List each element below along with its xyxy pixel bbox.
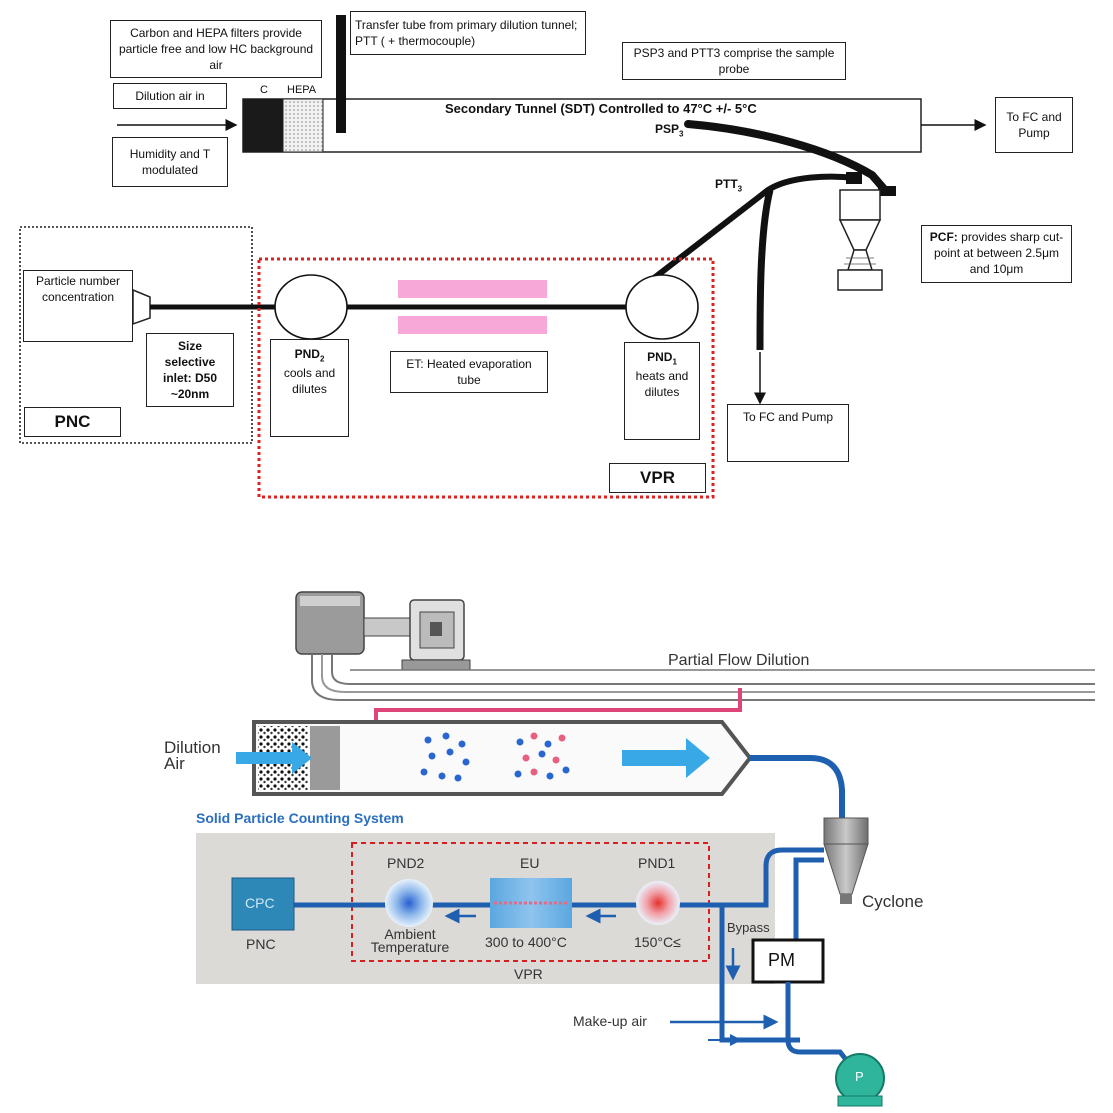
transfer-tube-note-box: Transfer tube from primary dilution tunn… (350, 11, 586, 55)
pnc-label-bottom: PNC (246, 936, 276, 952)
temp-150-label: 150°C≤ (634, 934, 681, 950)
tunnel-flow-arrow (622, 738, 710, 778)
cpc-block (231, 877, 295, 931)
pnd1-title-sub: 1 (672, 357, 677, 367)
system-title: Solid Particle Counting System (196, 810, 404, 826)
carbon-filter (243, 99, 283, 152)
size-inlet-box: Size selective inlet: D50 ~20nm (146, 333, 234, 407)
cpc-label: CPC (245, 895, 275, 911)
bypass-label: Bypass (727, 920, 770, 935)
filters-note-box: Carbon and HEPA filters provide particle… (110, 20, 322, 78)
probe-connector (878, 186, 896, 196)
tunnel-filter-2 (310, 726, 340, 790)
filter-hepa-label: HEPA (287, 84, 317, 96)
pnd2-label-bottom: PND2 (387, 855, 425, 871)
particles-blue (420, 732, 470, 782)
ptt-sub: 3 (737, 184, 743, 194)
vpr-group (257, 257, 715, 499)
ptt3-line (643, 173, 856, 288)
humidity-note-box: Humidity and T modulated (112, 137, 228, 187)
pnc-box: Particle number concentration (23, 270, 133, 342)
tunnel-to-cyclone-line (750, 755, 845, 820)
psp-sub: 3 (679, 129, 684, 139)
eu-label: EU (520, 855, 540, 871)
fc-pump-line (756, 189, 774, 351)
dilution-air-in-box: Dilution air in (113, 83, 227, 109)
pnd1-title-text: PND (647, 350, 673, 364)
pcf-cyclone (837, 189, 883, 291)
pcf-note-box: PCF: provides sharp cut-point at between… (921, 225, 1072, 283)
cyclone-label: Cyclone (862, 892, 924, 911)
pnd2-title-text: PND (294, 347, 320, 361)
ptt3-label: PTT3 (715, 177, 742, 193)
to-fc-pump-right-box: To FC and Pump (995, 97, 1073, 153)
to-fc-pump-lower-box: To FC and Pump (727, 404, 849, 462)
particles-mixed (514, 732, 570, 780)
ambient-label: Ambient Temperature (370, 926, 450, 956)
temp-range-label: 300 to 400°C (485, 934, 567, 950)
pnd2-ellipse (274, 274, 348, 340)
pnd2-title: PND2 (294, 347, 325, 364)
pcf-note: provides sharp cut-point at between 2.5μ… (934, 230, 1064, 277)
pnc-label-box: PNC (24, 407, 121, 437)
cyclone-to-vpr-line (714, 847, 824, 908)
pm-box (751, 938, 825, 984)
secondary-tunnel (242, 98, 922, 153)
pnd2-box: PND2 cools and dilutes (270, 339, 349, 437)
secondary-tunnel-label: Secondary Tunnel (SDT) Controlled to 47°… (445, 101, 757, 116)
vpr-group-bottom (351, 842, 710, 962)
exhaust-pipe-3 (331, 654, 1095, 685)
pnd2-glow (385, 879, 433, 927)
cyclone-to-pm-line (793, 857, 824, 948)
psp-text: PSP (655, 122, 680, 136)
pnd2-text: cools and dilutes (283, 366, 336, 397)
ptt3-connector (846, 172, 862, 184)
pnc-group (19, 226, 253, 444)
psp3-label: PSP3 (655, 122, 683, 138)
et-tube-upper (398, 280, 547, 298)
et-label-box: ET: Heated evaporation tube (390, 351, 548, 393)
dilution-air-arrow-bottom (236, 742, 312, 774)
vpr-label-bottom: VPR (514, 966, 543, 982)
pnd1-ellipse (625, 274, 699, 340)
pnd1-glow (636, 881, 680, 925)
et-tube-lower (398, 316, 547, 334)
dilution-air-label: Dilution Air (164, 738, 221, 774)
pnd1-text: heats and dilutes (635, 369, 689, 400)
pump (835, 1053, 885, 1107)
vpr-label-box: VPR (609, 463, 706, 493)
exhaust-pipes (311, 654, 1095, 701)
filter-c-label: C (260, 84, 268, 96)
pnd1-title: PND1 (647, 350, 677, 367)
pnd1-box: PND1 heats and dilutes (624, 342, 700, 440)
pnd2-title-sub: 2 (319, 354, 325, 364)
psp3-probe (684, 120, 889, 194)
pump-label: P (855, 1069, 864, 1084)
pm-label: PM (768, 950, 795, 970)
partial-flow-label: Partial Flow Dilution (668, 652, 810, 669)
pnd1-label-bottom: PND1 (638, 855, 676, 871)
engine-illustration (295, 591, 471, 671)
exhaust-pipe-2 (321, 654, 1095, 693)
transfer-tube (336, 15, 346, 133)
size-selective-inlet-cone (132, 288, 151, 326)
dilution-tunnel (252, 720, 753, 796)
pcf-title: PCF: (929, 230, 958, 244)
cyclone (823, 817, 869, 904)
pm-to-pump-line (785, 982, 860, 1077)
makeup-air-label: Make-up air (573, 1013, 647, 1029)
ptt-text: PTT (715, 177, 738, 191)
probe-note-box: PSP3 and PTT3 comprise the sample probe (622, 42, 846, 80)
hepa-filter (282, 98, 324, 153)
